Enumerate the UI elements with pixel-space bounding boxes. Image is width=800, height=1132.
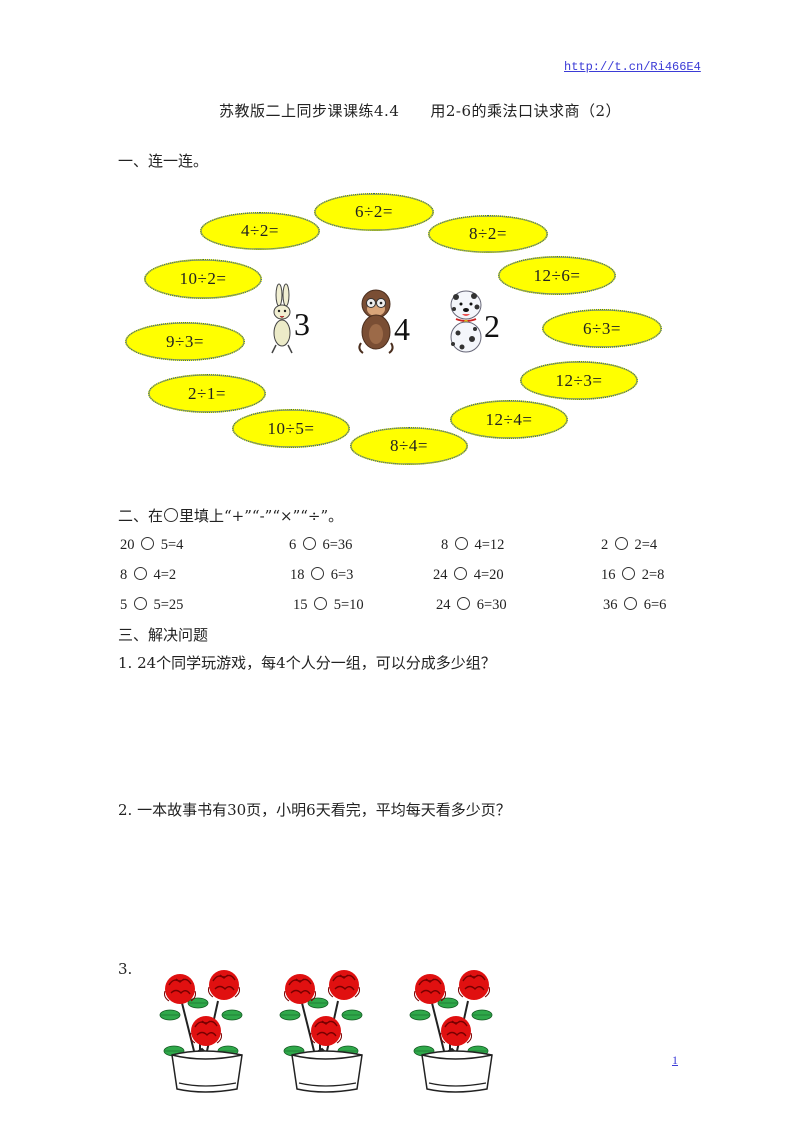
division-oval[interactable]: 10÷5=	[232, 409, 350, 448]
equation-left: 24	[436, 597, 451, 613]
equation-item: 24 6=30	[436, 597, 507, 614]
equation-right: 2=8	[641, 567, 665, 583]
equation-item: 16 2=8	[601, 567, 664, 584]
equation-right: 2=4	[634, 537, 658, 553]
equation-left: 24	[433, 567, 448, 583]
section1-heading: 一、连一连。	[118, 152, 209, 170]
circle-symbol-icon	[164, 508, 179, 522]
equation-left: 8	[441, 537, 449, 553]
monkey-number: 4	[394, 311, 410, 347]
operator-blank-circle[interactable]	[454, 567, 468, 580]
division-oval[interactable]: 8÷2=	[428, 215, 548, 253]
operator-blank-circle[interactable]	[311, 567, 325, 580]
equation-right: 5=25	[153, 597, 184, 613]
division-oval[interactable]: 9÷3=	[125, 322, 245, 361]
equation-left: 6	[289, 537, 297, 553]
equation-item: 2 2=4	[601, 537, 657, 554]
equation-right: 4=20	[473, 567, 504, 583]
division-oval[interactable]: 10÷2=	[144, 259, 262, 299]
equation-left: 16	[601, 567, 616, 583]
page-number-link[interactable]: 1	[672, 1053, 678, 1067]
operator-blank-circle[interactable]	[622, 567, 636, 580]
equation-item: 15 5=10	[293, 597, 364, 614]
section2-heading-prefix: 二、在	[118, 507, 164, 525]
equation-right: 6=3	[330, 567, 354, 583]
equation-right: 5=10	[333, 597, 364, 613]
equation-item: 20 5=4	[120, 537, 183, 554]
word-problem-3-label: 3.	[118, 960, 133, 978]
equation-item: 18 6=3	[290, 567, 353, 584]
page-title: 苏教版二上同步课课练4.4 用2-6的乘法口诀求商（2）	[219, 102, 622, 120]
division-oval[interactable]: 12÷6=	[498, 256, 616, 295]
section2-heading-suffix: 里填上“+”“-”“×”“÷”。	[179, 507, 344, 525]
equation-item: 8 4=2	[120, 567, 176, 584]
dalmatian-dog-icon[interactable]	[444, 287, 486, 355]
monkey-icon[interactable]	[356, 288, 396, 354]
rabbit-number: 3	[294, 306, 310, 342]
equation-left: 8	[120, 567, 128, 583]
equation-right: 6=30	[476, 597, 507, 613]
operator-blank-circle[interactable]	[133, 567, 147, 580]
equation-left: 36	[603, 597, 618, 613]
equation-left: 20	[120, 537, 135, 553]
operator-blank-circle[interactable]	[614, 537, 628, 550]
equation-item: 36 6=6	[603, 597, 666, 614]
division-oval[interactable]: 12÷4=	[450, 400, 568, 439]
equation-right: 6=6	[643, 597, 667, 613]
operator-blank-circle[interactable]	[454, 537, 468, 550]
rabbit-icon[interactable]	[268, 283, 296, 355]
dog-number: 2	[484, 308, 500, 344]
equation-right: 5=4	[160, 537, 184, 553]
equation-left: 5	[120, 597, 128, 613]
word-problem-2: 2. 一本故事书有30页，小明6天看完，平均每天看多少页？	[118, 801, 511, 819]
equation-item: 8 4=12	[441, 537, 504, 554]
operator-blank-circle[interactable]	[133, 597, 147, 610]
rose-pot-icon	[402, 963, 502, 1078]
section2-heading: 二、在里填上“+”“-”“×”“÷”。	[118, 505, 343, 526]
equation-right: 4=12	[474, 537, 505, 553]
equation-right: 6=36	[322, 537, 353, 553]
equation-left: 2	[601, 537, 609, 553]
operator-blank-circle[interactable]	[624, 597, 638, 610]
division-oval[interactable]: 6÷2=	[314, 193, 434, 231]
equation-right: 4=2	[153, 567, 177, 583]
equation-item: 24 4=20	[433, 567, 504, 584]
division-oval[interactable]: 8÷4=	[350, 427, 468, 465]
equation-left: 15	[293, 597, 308, 613]
equation-item: 5 5=25	[120, 597, 183, 614]
division-oval[interactable]: 6÷3=	[542, 309, 662, 348]
rose-pot-icon	[272, 963, 372, 1078]
division-oval[interactable]: 12÷3=	[520, 361, 638, 400]
division-oval[interactable]: 4÷2=	[200, 212, 320, 250]
source-link[interactable]: http://t.cn/Ri466E4	[564, 60, 701, 74]
equation-left: 18	[290, 567, 305, 583]
operator-blank-circle[interactable]	[314, 597, 328, 610]
equation-item: 6 6=36	[289, 537, 352, 554]
division-oval[interactable]: 2÷1=	[148, 374, 266, 413]
section3-heading: 三、解决问题	[118, 626, 209, 644]
operator-blank-circle[interactable]	[302, 537, 316, 550]
operator-blank-circle[interactable]	[457, 597, 471, 610]
rose-pot-icon	[152, 963, 252, 1078]
word-problem-1: 1. 24个同学玩游戏，每4个人分一组，可以分成多少组？	[118, 654, 496, 672]
operator-blank-circle[interactable]	[141, 537, 155, 550]
